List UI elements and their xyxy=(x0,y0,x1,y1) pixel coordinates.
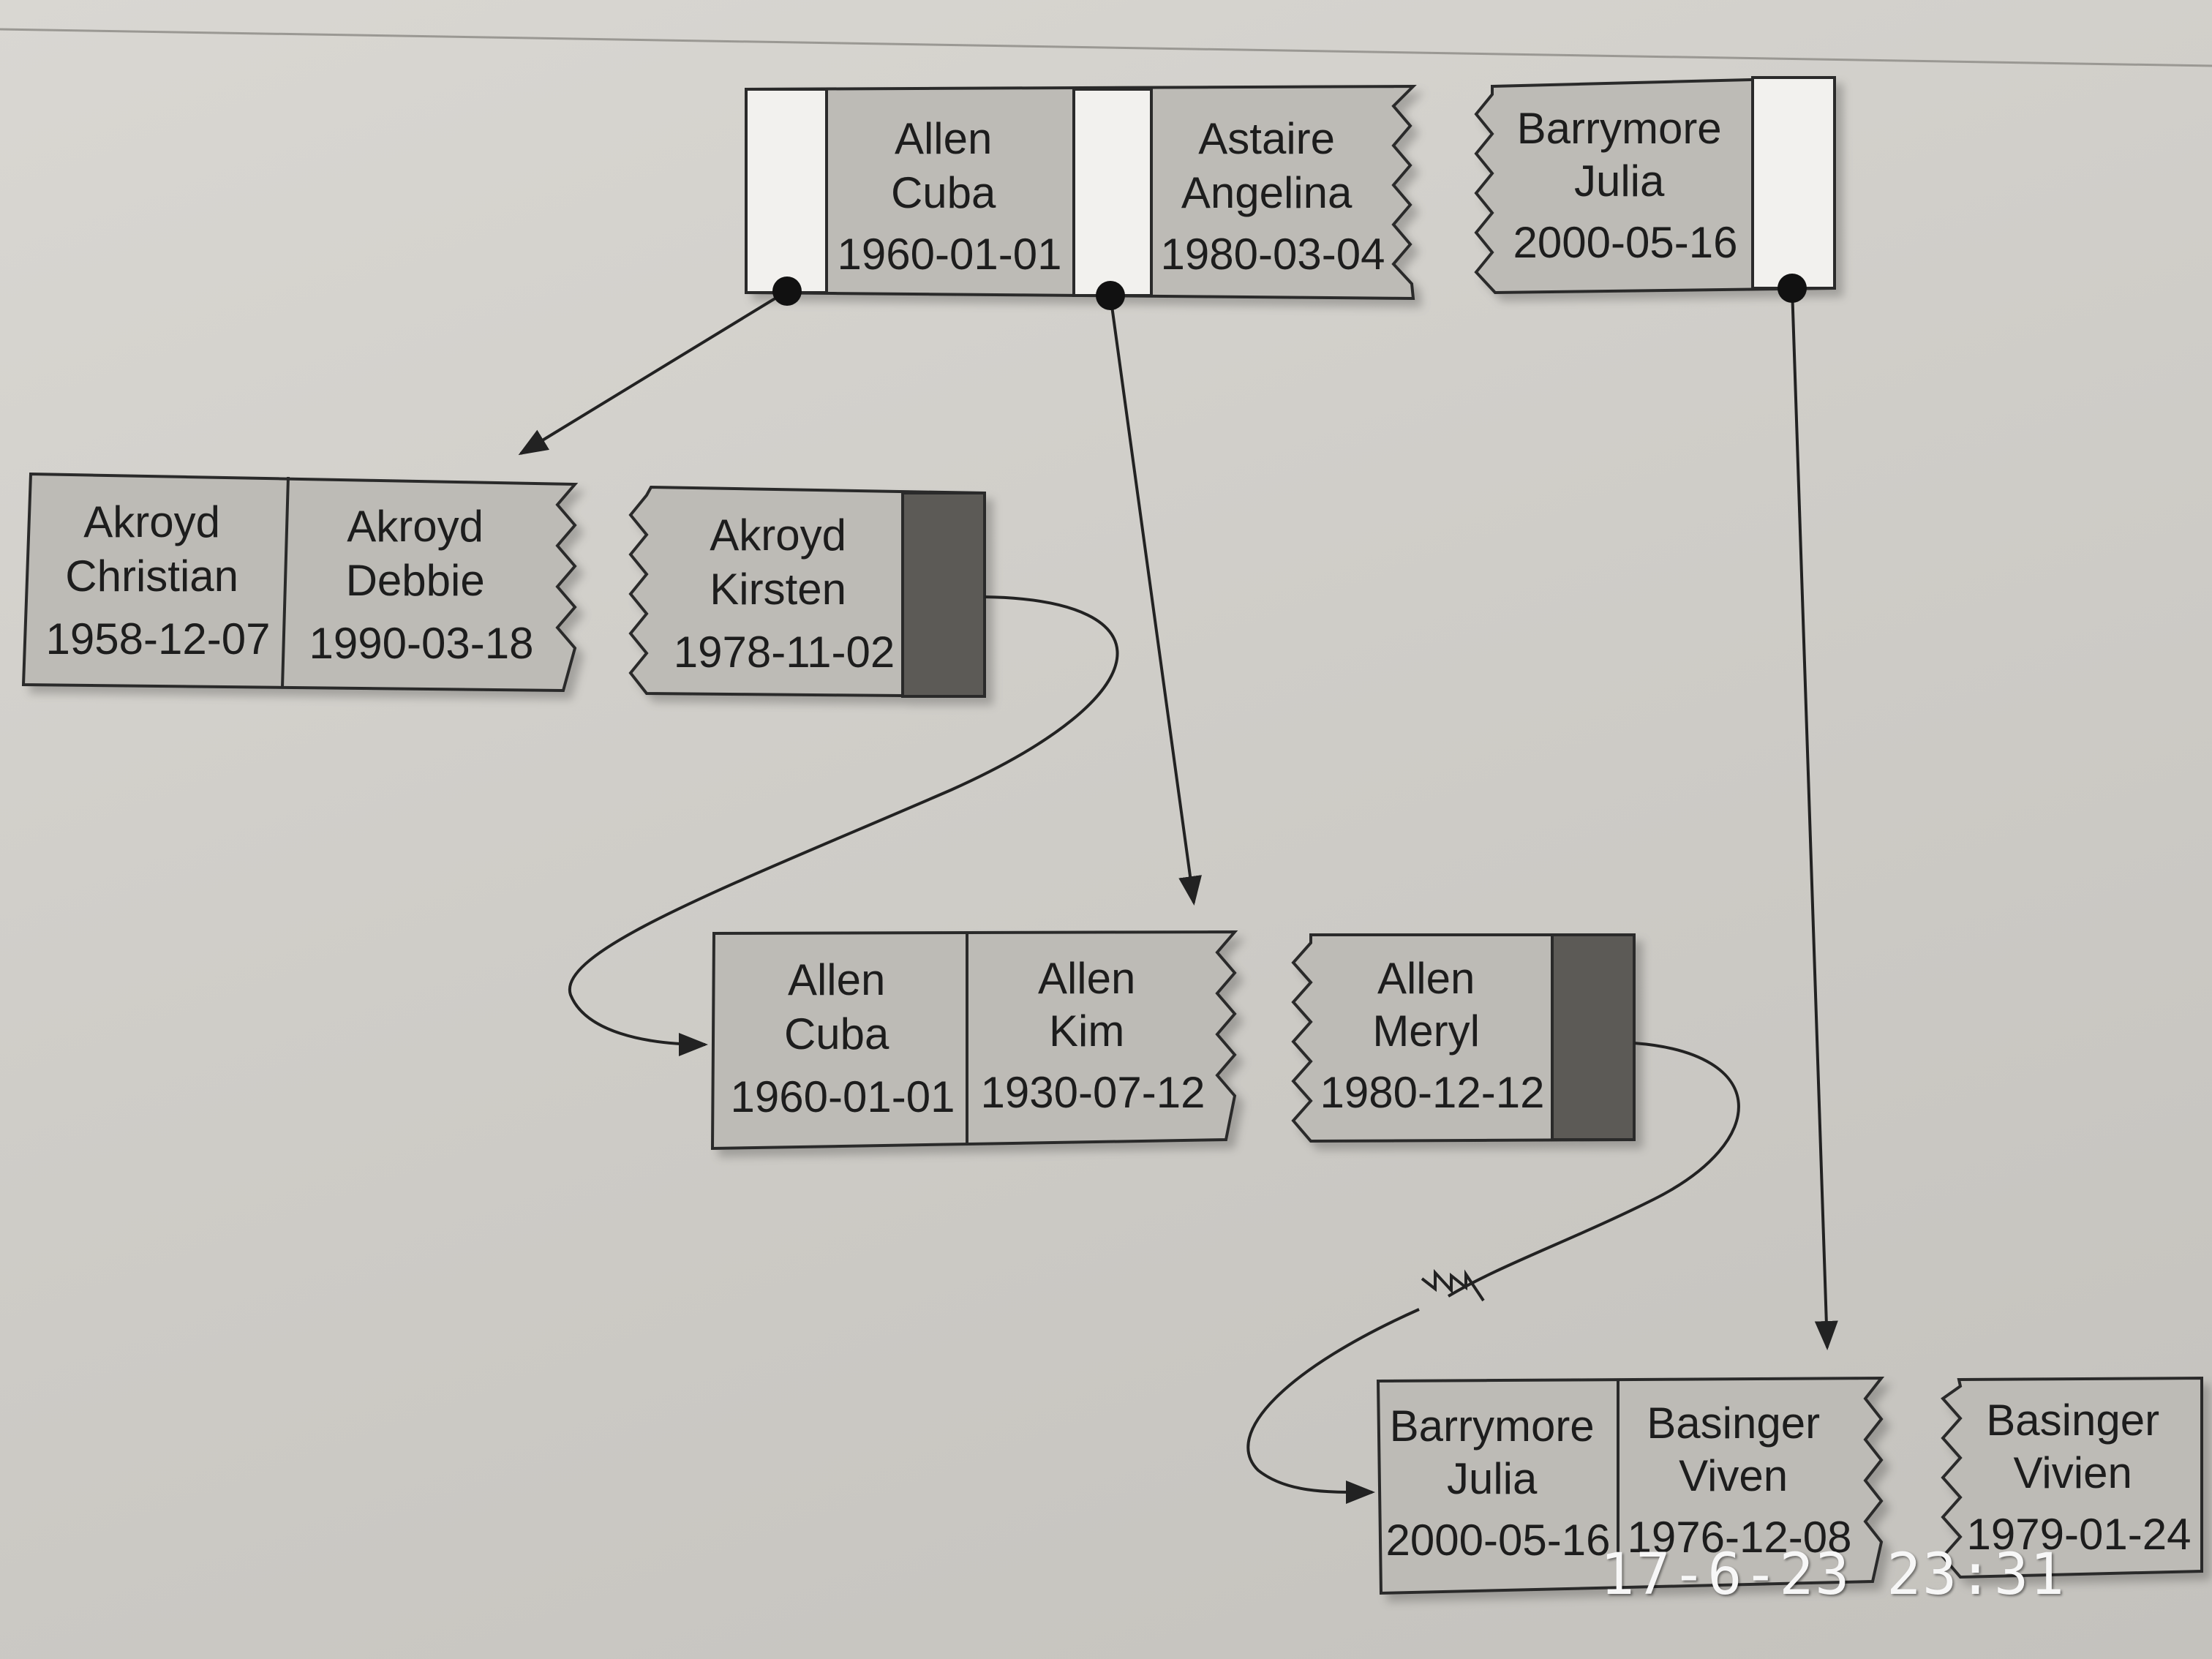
root-page-right xyxy=(1474,75,1836,295)
sibling-link-allen-to-barrymore xyxy=(1447,1042,1740,1298)
pointer-dot-3 xyxy=(1778,274,1807,303)
sibling-link-akroyd-to-allen xyxy=(568,595,1119,1056)
root-row-1: Allen Cuba 1960-01-01 xyxy=(838,114,1062,279)
pointer-arrow-to-allen xyxy=(1109,295,1202,906)
root-pointer-2 xyxy=(1072,88,1153,297)
leaf-node-akroyd xyxy=(21,472,986,699)
leaf-node-allen xyxy=(710,930,1636,1151)
leaf-allen-page-left xyxy=(710,930,1238,1151)
root-page-right-shape xyxy=(1474,75,1836,295)
root-pointer-3 xyxy=(1751,76,1836,290)
root-node xyxy=(745,75,1836,301)
leaf-akroyd-sibling-pointer xyxy=(901,492,986,698)
root-row-3: Barrymore Julia 2000-05-16 xyxy=(1513,104,1738,267)
pointer-dot-1 xyxy=(772,276,802,306)
child-pointers xyxy=(518,287,1838,1350)
leaf-akroyd-page-left xyxy=(21,472,579,693)
pointer-arrow-to-barrymore xyxy=(1791,287,1838,1350)
pointer-dot-2 xyxy=(1096,281,1125,310)
leaf-allen-row-1: Allen Cuba 1960-01-01 xyxy=(731,955,955,1121)
root-row-2: Astaire Angelina 1980-03-04 xyxy=(1161,114,1385,279)
leaf-barrymore-page-left xyxy=(1376,1376,1885,1595)
leaf-akroyd-row-3: Akroyd Kirsten 1978-11-02 xyxy=(674,511,895,677)
leaf-allen-sibling-pointer xyxy=(1551,933,1636,1141)
leaf-barrymore-row-2: Basinger Viven 1976-12-08 xyxy=(1628,1399,1852,1562)
page-edge-line xyxy=(0,28,2212,67)
sibling-link-allen-to-barrymore-cont xyxy=(1246,1308,1420,1505)
leaf-akroyd-row-2: Akroyd Debbie 1990-03-18 xyxy=(309,502,534,668)
leaf-barrymore-page-right xyxy=(1941,1376,2203,1579)
leaf-allen-row-3: Allen Meryl 1980-12-12 xyxy=(1320,954,1545,1117)
photo-timestamp: 17-6-23 23:31 xyxy=(1600,1542,2066,1608)
break-mark xyxy=(1421,1268,1485,1302)
leaf-akroyd-row-1: Akroyd Christian 1958-12-07 xyxy=(46,497,271,663)
pointer-dots xyxy=(772,274,1807,310)
pointer-arrow-to-akroyd xyxy=(518,290,789,456)
leaf-allen-row-2: Allen Kim 1930-07-12 xyxy=(981,954,1205,1117)
leaf-barrymore-row-3: Basinger Vivien 1979-01-24 xyxy=(1967,1396,2192,1559)
leaf-node-barrymore xyxy=(1376,1376,2203,1595)
leaf-akroyd-divider xyxy=(281,476,290,688)
leaf-allen-page-right xyxy=(1291,933,1636,1143)
sibling-links xyxy=(568,595,1740,1505)
leaf-akroyd-page-right xyxy=(628,485,986,699)
leaf-barrymore-row-1: Barrymore Julia 2000-05-16 xyxy=(1386,1402,1611,1565)
root-pointer-1 xyxy=(745,88,828,294)
